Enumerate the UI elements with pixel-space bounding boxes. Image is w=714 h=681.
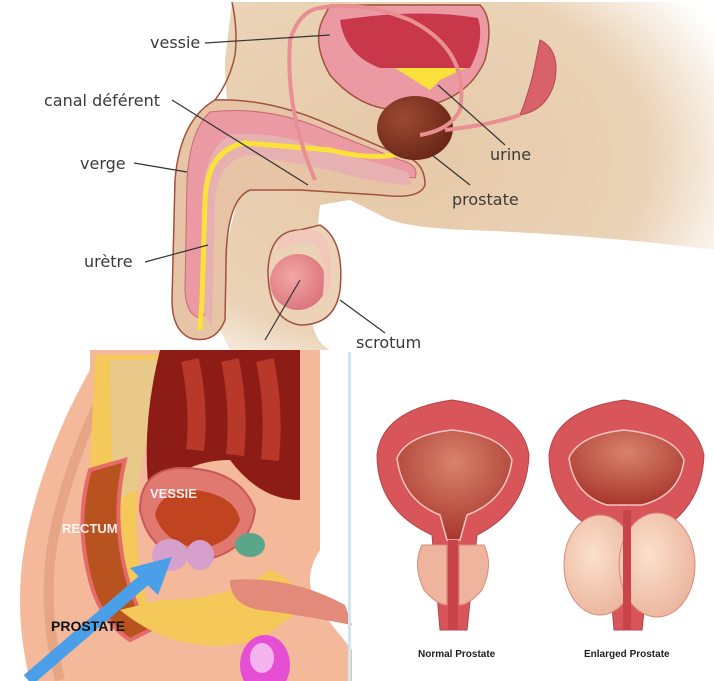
male-anatomy-diagram: vessie canal déférent verge urètre urine… (44, 1, 714, 350)
panel-divider (348, 352, 351, 681)
prostate-comparison-illustration (376, 399, 705, 631)
label-scrotum: scrotum (356, 333, 422, 350)
enlarged-prostate-illustration (548, 399, 705, 631)
normal-prostate-illustration (376, 399, 530, 631)
label-prostate: prostate (452, 190, 519, 209)
sagittal-pelvis-illustration (20, 350, 352, 681)
label-enlarged-prostate: Enlarged Prostate (584, 649, 670, 660)
label-canal-deferent: canal déférent (44, 91, 161, 110)
prostate-comparison-diagram: Normal Prostate Enlarged Prostate (352, 350, 714, 681)
label-uretre: urètre (84, 252, 133, 271)
label-normal-prostate: Normal Prostate (418, 649, 496, 660)
label-verge: verge (80, 154, 126, 173)
label-rectum: RECTUM (62, 521, 118, 536)
sagittal-section-diagram: VESSIE RECTUM PROSTATE (0, 350, 352, 681)
label-vessie: vessie (150, 33, 201, 52)
male-anatomy-illustration (133, 1, 714, 350)
label-vessie-caps: VESSIE (150, 486, 197, 501)
label-prostate-caps: PROSTATE (51, 618, 126, 634)
label-urine: urine (490, 145, 532, 164)
